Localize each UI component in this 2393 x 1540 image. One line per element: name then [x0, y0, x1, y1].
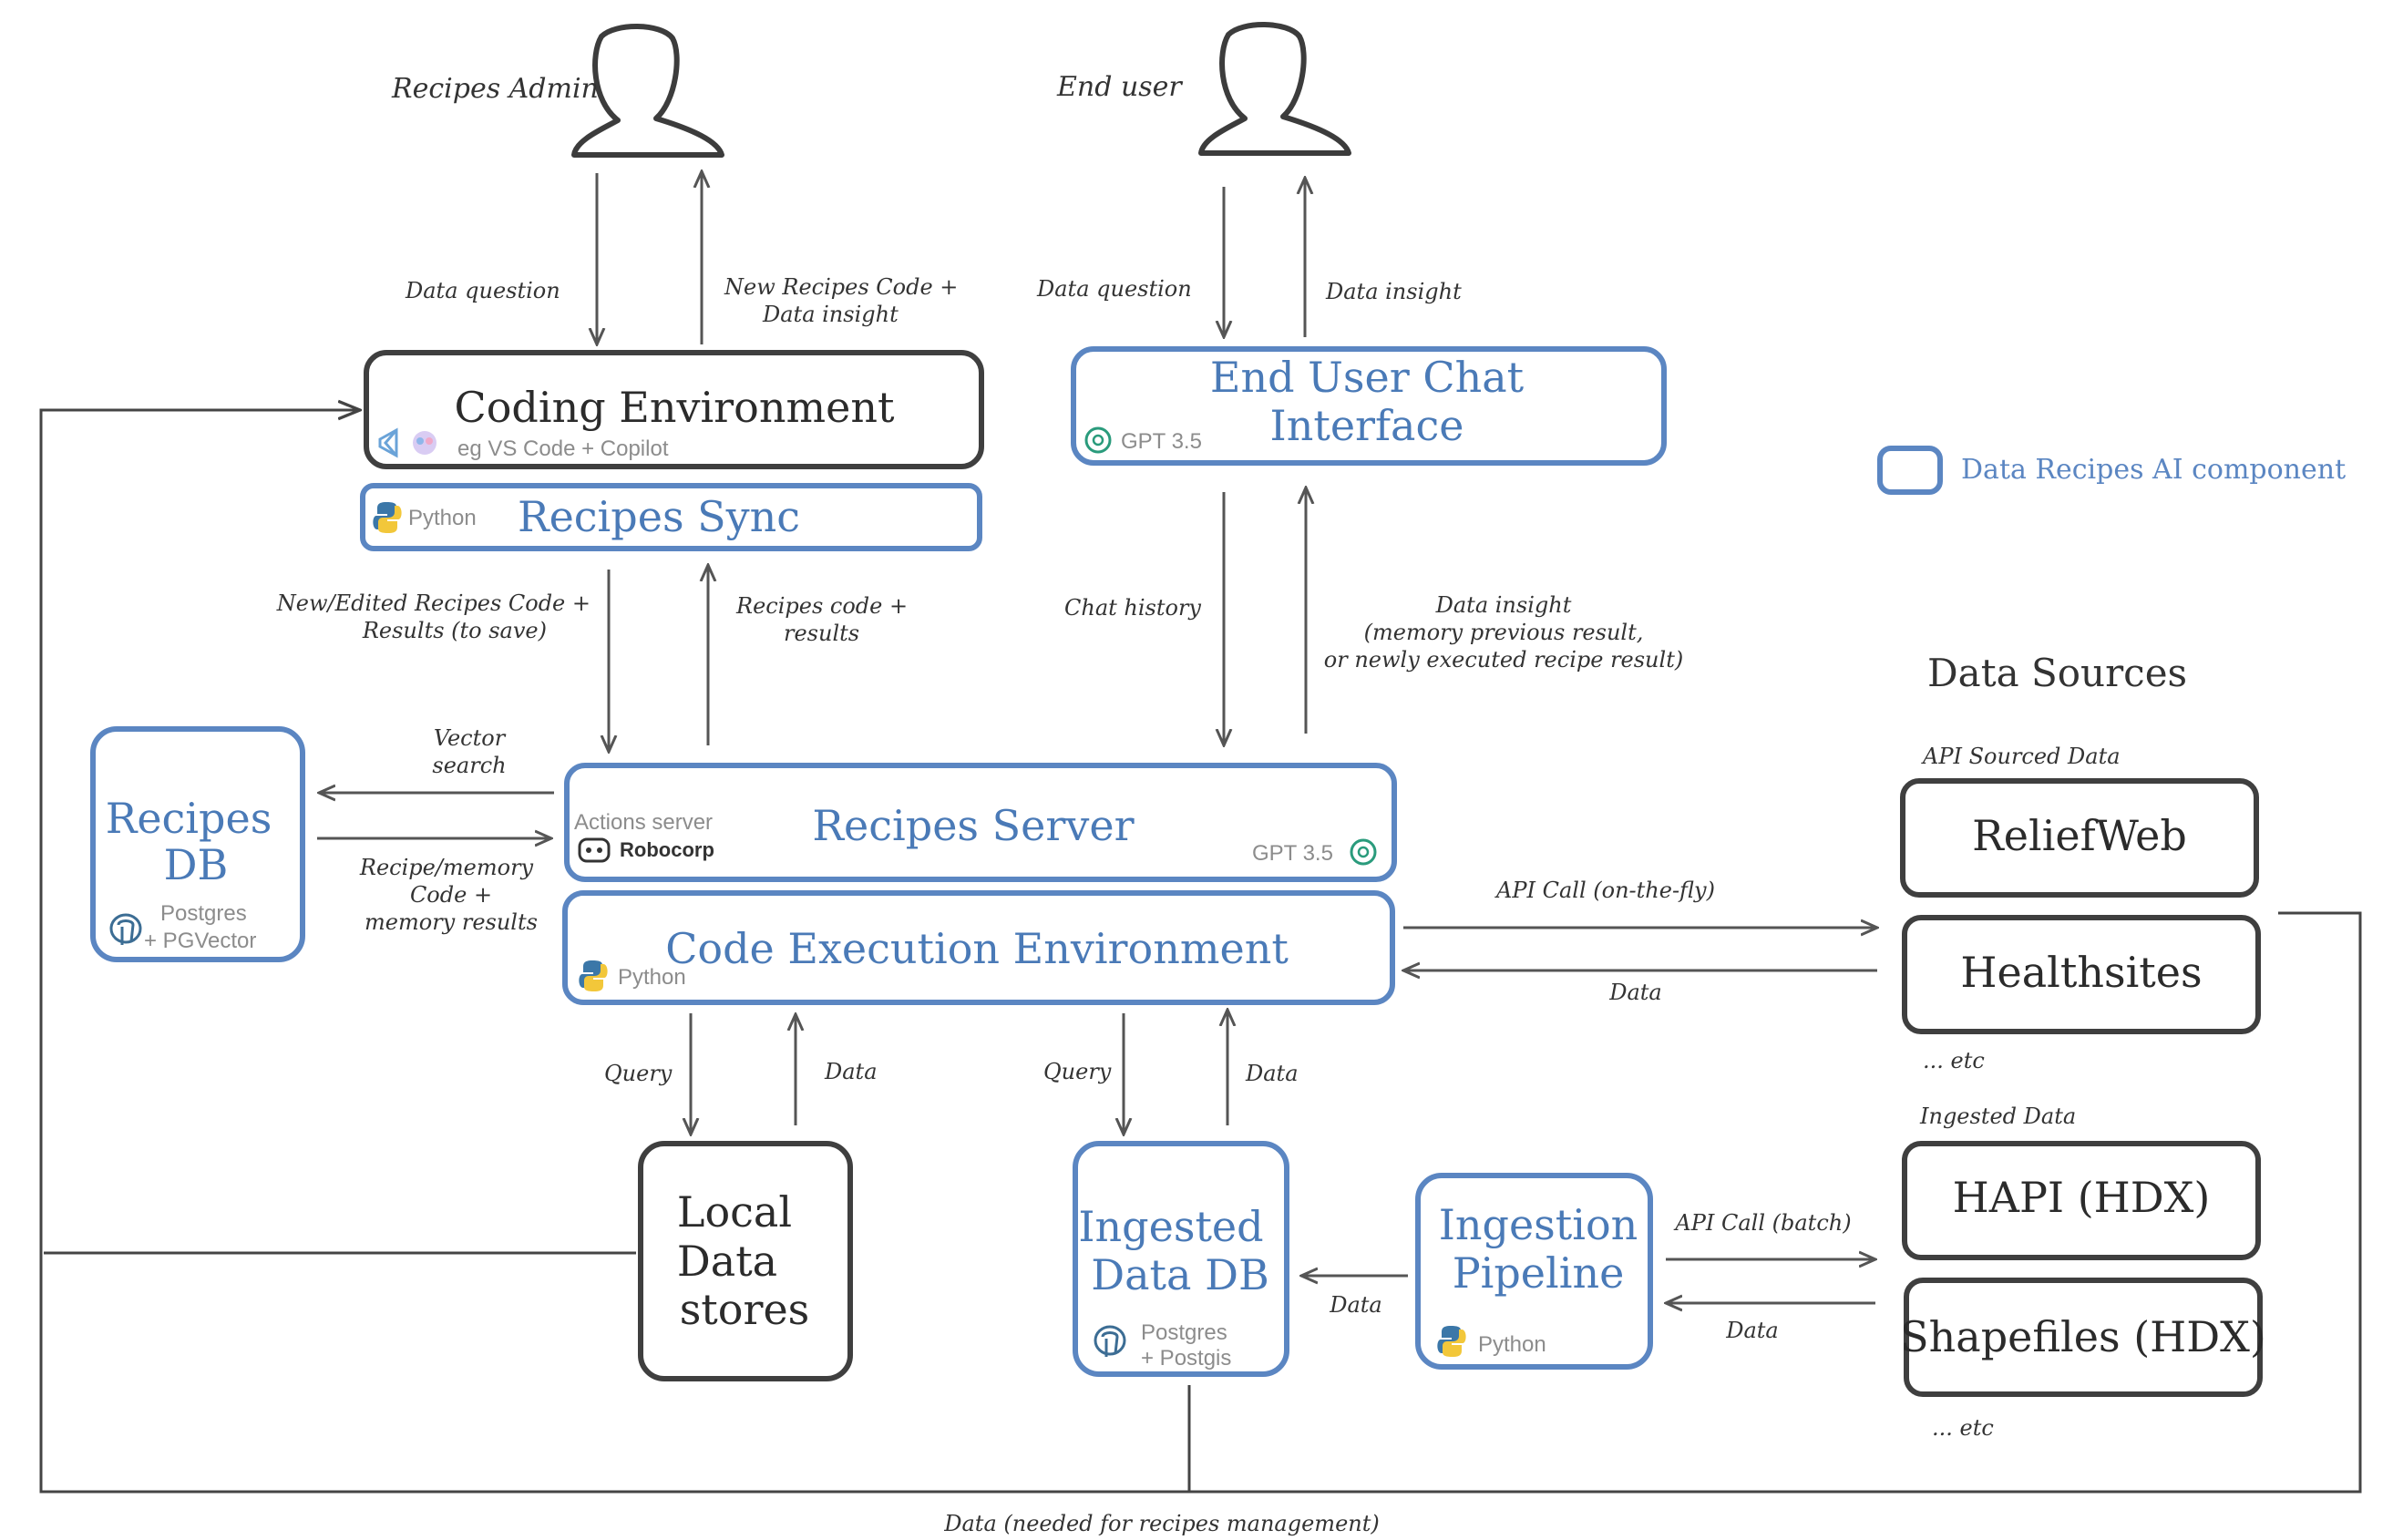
label-bottom: Data (needed for recipes management) [943, 1511, 1379, 1536]
end-user-chat-title-2: Interface [1270, 401, 1464, 450]
source-healthsites-label: Healthsites [1960, 948, 2202, 997]
label-vector-1: Vector [434, 725, 507, 751]
label-admin-data-question: Data question [405, 278, 560, 303]
recipes-server-subtitle-3: GPT 3.5 [1252, 841, 1333, 866]
coding-environment-subtitle: eg VS Code + Copilot [457, 436, 669, 461]
vscode-icon [378, 427, 398, 458]
source-box-healthsites: Healthsites [1902, 915, 2261, 1034]
local-data-title-2: Data [677, 1237, 777, 1286]
local-data-title-3: stores [680, 1285, 810, 1334]
label-user-data-insight: Data insight [1325, 279, 1462, 304]
ingestion-pipeline-subtitle: Python [1478, 1332, 1546, 1357]
ingestion-pipeline-box: Ingestion Pipeline Python [1415, 1173, 1653, 1370]
ingested-data-db-box: Ingested Data DB Postgres + Postgis [1073, 1141, 1289, 1377]
label-query-local: Query [604, 1061, 673, 1086]
label-admin-new-code-2: Data insight [762, 302, 899, 327]
label-admin-new-code-1: New Recipes Code + [724, 274, 958, 300]
recipes-sync-title: Recipes Sync [518, 492, 800, 541]
end-user-chat-subtitle: GPT 3.5 [1121, 429, 1202, 454]
label-pipeline-data: Data [1329, 1292, 1382, 1318]
source-hapi-label: HAPI (HDX) [1953, 1173, 2211, 1222]
source-box-shapefiles: Shapefiles (HDX) [1900, 1278, 2266, 1397]
recipes-server-title: Recipes Server [812, 801, 1134, 850]
api-etc-label: ... etc [1923, 1048, 1985, 1073]
label-chat-insight-2: (memory previous result, [1364, 620, 1644, 645]
legend-label: Data Recipes AI component [1961, 454, 2346, 486]
recipes-db-title-1: Recipes [106, 794, 272, 843]
recipes-db-subtitle-1: Postgres [160, 901, 247, 926]
python-icon-exec [579, 960, 608, 991]
end-user-label: End user [1056, 71, 1183, 103]
recipes-db-subtitle-2: + PGVector [144, 929, 256, 953]
postgres-icon-ingested [1094, 1325, 1126, 1357]
end-user-icon [1198, 22, 1351, 156]
legend: Data Recipes AI component [1877, 446, 2346, 495]
openai-icon [1084, 426, 1112, 454]
label-api-data: Data [1608, 980, 1662, 1005]
ingested-db-title-2: Data DB [1091, 1250, 1269, 1299]
ingestion-pipeline-title-2: Pipeline [1453, 1248, 1625, 1298]
label-recipe-mem-3: memory results [365, 909, 538, 935]
code-execution-title: Code Execution Environment [665, 924, 1289, 973]
local-data-stores-box: Local Data stores [638, 1141, 853, 1381]
label-sync-down-2: Results (to save) [362, 618, 547, 643]
label-api-on-the-fly: API Call (on-the-fly) [1494, 878, 1715, 903]
recipes-db-title-2: DB [164, 840, 229, 889]
label-chat-insight-1: Data insight [1435, 592, 1572, 618]
code-execution-subtitle: Python [618, 965, 686, 990]
data-sources-section: Data Sources API Sourced Data ReliefWeb … [1900, 651, 2266, 1441]
code-execution-box: Code Execution Environment Python [562, 890, 1395, 1005]
robocorp-icon [578, 837, 611, 863]
label-api-batch: API Call (batch) [1673, 1210, 1851, 1236]
python-icon-pipeline [1437, 1326, 1466, 1357]
label-recipe-mem-1: Recipe/memory [359, 855, 534, 880]
label-data-ingested: Data [1245, 1061, 1299, 1086]
recipes-sync-box: Python Recipes Sync [360, 483, 982, 551]
postgres-icon [109, 913, 142, 945]
recipes-db-box: Recipes DB Postgres + PGVector [90, 726, 305, 962]
ingested-header: Ingested Data [1919, 1104, 2076, 1129]
legend-swatch [1877, 446, 1943, 495]
coding-environment-box: Coding Environment eg VS Code + Copilot [364, 350, 984, 469]
label-chat-history: Chat history [1064, 595, 1201, 621]
end-user-chat-title-1: End User Chat [1210, 353, 1525, 402]
data-sources-title: Data Sources [1927, 651, 2187, 695]
source-reliefweb-label: ReliefWeb [1972, 811, 2187, 860]
admin-user-icon [571, 24, 724, 158]
ingested-db-title-1: Ingested [1078, 1202, 1263, 1251]
ingested-etc-label: ... etc [1932, 1415, 1994, 1441]
recipes-server-subtitle-2: Robocorp [620, 838, 714, 861]
ingested-db-subtitle-2: + Postgis [1141, 1346, 1231, 1371]
bottom-return-line [39, 410, 2362, 1494]
coding-environment-title: Coding Environment [455, 383, 895, 432]
label-chat-insight-3: or newly executed recipe result) [1324, 647, 1683, 672]
label-sync-up-2: results [784, 621, 859, 646]
recipes-sync-subtitle: Python [408, 506, 477, 530]
source-box-reliefweb: ReliefWeb [1900, 778, 2259, 898]
label-query-ingested: Query [1043, 1059, 1112, 1084]
ingested-db-subtitle-1: Postgres [1141, 1320, 1227, 1345]
end-user-chat-box: End User Chat Interface GPT 3.5 [1071, 346, 1667, 466]
label-recipe-mem-2: Code + [410, 882, 492, 908]
openai-icon-server [1350, 838, 1377, 866]
ingestion-pipeline-title-1: Ingestion [1439, 1200, 1638, 1249]
local-data-title-1: Local [677, 1187, 792, 1237]
label-vector-2: search [432, 753, 506, 778]
label-sync-down-1: New/Edited Recipes Code + [276, 590, 591, 616]
label-data-local: Data [824, 1059, 878, 1084]
label-sync-up-1: Recipes code + [735, 593, 908, 619]
recipes-server-box: Recipes Server Actions server Robocorp G… [564, 763, 1397, 882]
recipes-server-subtitle-1: Actions server [574, 810, 713, 835]
admin-label: Recipes Admin [391, 73, 599, 105]
api-sourced-header: API Sourced Data [1921, 744, 2121, 769]
copilot-icon [413, 431, 436, 455]
source-shapefiles-label: Shapefiles (HDX) [1900, 1312, 2266, 1361]
label-batch-data: Data [1725, 1318, 1779, 1343]
label-user-data-question: Data question [1036, 276, 1192, 302]
source-box-hapi: HAPI (HDX) [1902, 1141, 2261, 1260]
python-icon [373, 502, 402, 533]
